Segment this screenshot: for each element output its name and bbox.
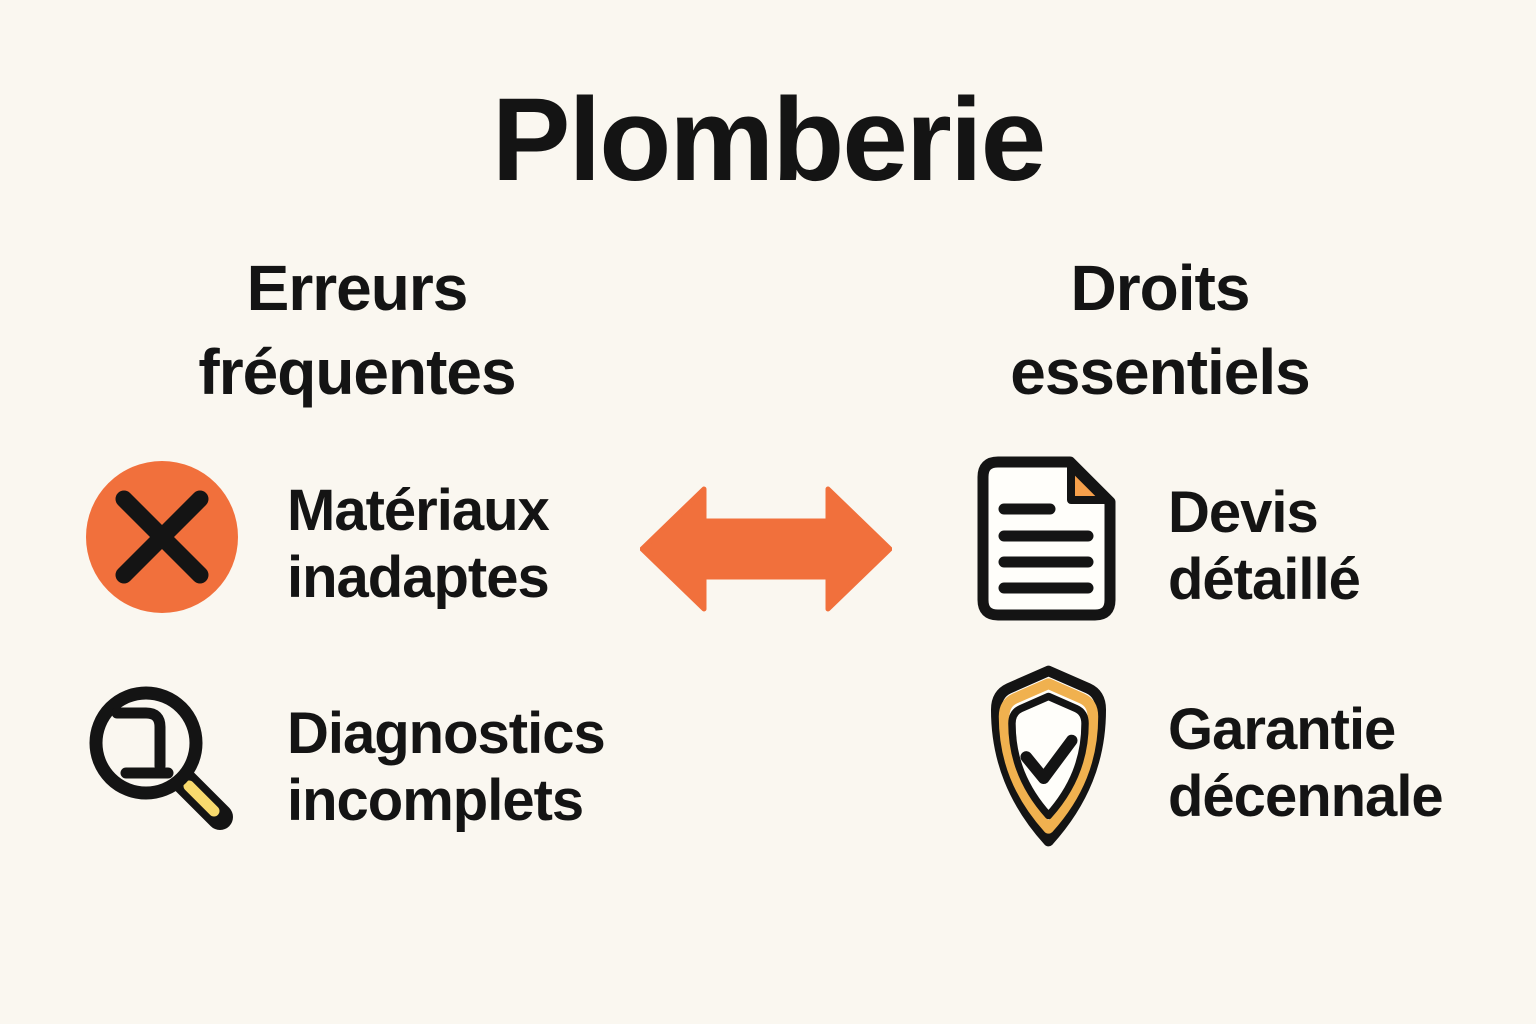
right-column-heading: Droits essentiels [900, 246, 1420, 415]
item-label: Diagnostics incomplets [287, 701, 606, 833]
left-heading-line1: Erreurs [246, 252, 469, 324]
x-circle-icon [86, 461, 238, 613]
right-heading-line2: essentiels [1010, 336, 1311, 409]
left-heading-line2: fréquentes [198, 336, 516, 409]
page-title: Plomberie [491, 74, 1047, 206]
document-icon [977, 456, 1116, 621]
list-item-diagnostics: Diagnostics incomplets [84, 680, 606, 840]
item-label: Devis détaillé [1168, 479, 1361, 612]
item-label: Matériaux inadaptes [287, 478, 550, 610]
list-item-garantie: Garantie décennale [976, 663, 1444, 849]
list-item-materiaux: Matériaux inadaptes [84, 459, 550, 615]
shield-check-icon [990, 665, 1107, 847]
list-item-devis: Devis détaillé [976, 455, 1361, 622]
left-column-heading: Erreurs fréquentes [97, 246, 617, 415]
connector [640, 483, 892, 615]
right-heading-line1: Droits [1070, 252, 1251, 324]
double-arrow-icon [640, 486, 892, 612]
magnifier-icon [89, 686, 233, 830]
item-label: Garantie décennale [1168, 697, 1444, 829]
